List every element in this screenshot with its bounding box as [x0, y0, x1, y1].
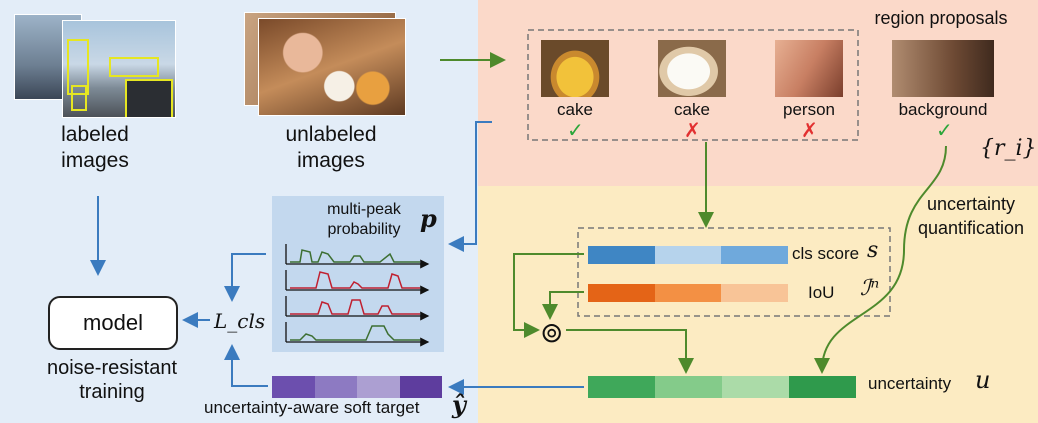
proposal-image-1 [541, 40, 609, 97]
p-symbol: p [420, 204, 437, 233]
bar-segment [789, 376, 856, 398]
uncertainty-bar [588, 376, 856, 398]
iou-to-odot-arrow [542, 291, 584, 320]
cross-icon: ✗ [801, 120, 818, 142]
bar-segment [721, 284, 789, 302]
bar-segment [588, 246, 655, 264]
soft-target-to-lcls-arrow [224, 344, 268, 387]
soft-target-label: uncertainty-aware soft target [204, 398, 420, 417]
probability-plot-1 [285, 244, 428, 264]
probability-plot-4 [285, 322, 428, 342]
scores-dashed-box [577, 227, 891, 317]
bar-segment [588, 376, 655, 398]
iou-bar [588, 284, 789, 302]
cross-icon: ✗ [684, 120, 701, 142]
check-icon: ✓ [936, 120, 953, 142]
uncertainty-label: uncertainty [868, 374, 952, 393]
u-symbol: u [975, 366, 991, 394]
bar-segment [722, 376, 789, 398]
unlabeled-images-label: unlabeled images [285, 123, 377, 172]
proposal-image-3 [775, 40, 843, 97]
probability-plot-3 [285, 296, 428, 316]
soft-target-bar [272, 376, 442, 398]
uncertainty-quantification-label: uncertainty quantification [917, 194, 1025, 238]
proposal-label-1: cake [557, 100, 593, 119]
odot-symbol: ⊚ [540, 317, 564, 348]
proposal-image-4 [892, 40, 994, 97]
bar-segment [654, 246, 722, 264]
ri-symbol: {r_i} [980, 136, 1037, 161]
noise-resistant-training-label: noise-resistant training [46, 357, 178, 403]
iou-symbol: ℐⁿ [860, 276, 880, 301]
background-to-uncertainty-arrow [814, 145, 947, 374]
iou-label: IoU [808, 283, 835, 302]
bar-segment [357, 376, 400, 398]
l-cls-symbol: L_cls [214, 309, 266, 333]
labeled-image-front [62, 20, 176, 118]
proposals-dashed-box [527, 29, 859, 141]
bar-segment [399, 376, 442, 398]
proposal-image-2 [658, 40, 726, 97]
s-symbol: s [867, 238, 879, 263]
bar-segment [655, 376, 722, 398]
bar-segment [272, 376, 315, 398]
bar-segment [588, 284, 655, 302]
model-box: model [48, 296, 178, 350]
check-icon: ✓ [567, 120, 584, 142]
cls-score-bar [588, 246, 789, 264]
odot-to-uncertainty-arrow [566, 329, 694, 374]
proposal-label-2: cake [674, 100, 710, 119]
region-proposals-title: region proposals [874, 8, 1008, 28]
proposals-to-prob-arrow [448, 121, 492, 252]
multi-peak-probability-label: multi-peak probability [327, 201, 401, 238]
y-hat-symbol: ŷ [452, 390, 466, 419]
proposal-label-3: person [783, 100, 835, 119]
multi-peak-probability-panel [272, 196, 444, 352]
prob-to-lcls-arrow [224, 253, 266, 302]
bar-segment [721, 246, 789, 264]
unlabeled-image-front [258, 18, 406, 116]
proposal-label-4: background [898, 100, 988, 119]
cls-to-odot-arrow [513, 253, 584, 338]
model-label: model [83, 310, 143, 335]
bar-segment [654, 284, 722, 302]
labeled-images-label: labeled images [61, 123, 129, 172]
probability-plot-2 [285, 270, 428, 290]
cls-score-label: cls score [792, 244, 860, 263]
bar-segment [314, 376, 357, 398]
